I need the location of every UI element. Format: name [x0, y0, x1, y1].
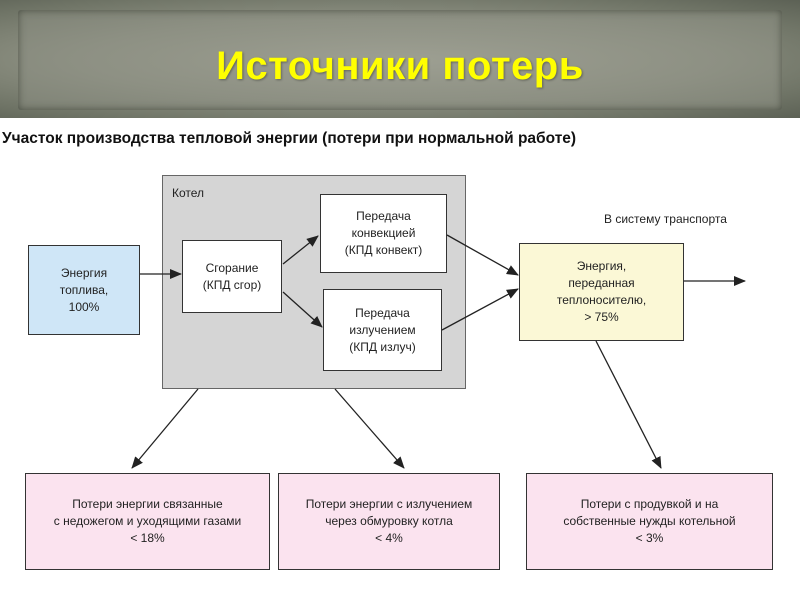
arrow-output-to-loss-3 — [595, 340, 662, 469]
loss-2-line-1: Потери энергии с излучением — [305, 497, 473, 511]
radiation-line-1: Передача — [355, 305, 410, 320]
loss-1-line-1: Потери энергии связанные — [72, 497, 223, 511]
arrow-convection-to-output — [446, 234, 519, 276]
fuel-line-1: Энергия — [60, 265, 108, 280]
loss-3-line-1: Потери с продувкой и на — [580, 497, 719, 511]
boiler-label: Котел — [172, 186, 205, 200]
output-line-3: теплоносителю, — [556, 293, 647, 307]
combustion-line-1: Сгорание — [205, 260, 259, 275]
loss-1-line-2: с недожегом и уходящими газами — [53, 514, 242, 528]
loss-3-line-3: < 3% — [635, 531, 664, 545]
loss-box-flue-gas: Потери энергии связанные с недожегом и у… — [25, 473, 270, 570]
radiation-line-3: (КПД излуч) — [349, 339, 416, 354]
loss-3-line-2: собственные нужды котельной — [563, 514, 736, 528]
convection-line-3: (КПД конвект) — [344, 243, 423, 257]
arrow-boiler-to-loss-2 — [334, 388, 405, 469]
header-paper-texture — [18, 10, 782, 110]
arrow-boiler-to-loss-1 — [131, 388, 199, 469]
loss-2-line-2: через обмуровку котла — [325, 514, 453, 528]
convection-line-2: конвекцией — [351, 226, 416, 240]
slide-title: Источники потерь — [216, 44, 584, 88]
fuel-line-3: 100% — [68, 299, 100, 314]
radiation-line-2: излучением — [349, 322, 416, 337]
loss-1-line-3: < 18% — [130, 531, 165, 545]
radiation-box: Передача излучением (КПД излуч) — [323, 289, 442, 371]
convection-box: Передача конвекцией (КПД конвект) — [320, 194, 447, 273]
arrow-combustion-to-convection — [282, 235, 319, 265]
combustion-box: Сгорание (КПД сгор) — [182, 240, 282, 313]
fuel-energy-box: Энергия топлива, 100% — [28, 245, 140, 335]
arrow-combustion-to-radiation — [282, 291, 323, 328]
fuel-line-2: топлива, — [59, 282, 109, 297]
output-line-1: Энергия, — [576, 259, 627, 273]
loss-box-blowdown: Потери с продувкой и на собственные нужд… — [526, 473, 773, 570]
diagram-subtitle: Участок производства тепловой энергии (п… — [2, 130, 577, 147]
loss-2-line-3: < 4% — [375, 531, 403, 545]
combustion-line-2: (КПД сгор) — [202, 277, 262, 292]
convection-line-1: Передача — [356, 209, 411, 223]
loss-box-radiation: Потери энергии с излучением через обмуро… — [278, 473, 500, 570]
output-energy-box: Энергия, переданная теплоносителю, > 75% — [519, 243, 684, 341]
slide-header — [0, 0, 800, 118]
output-line-2: переданная — [568, 276, 635, 290]
output-line-4: > 75% — [584, 310, 619, 324]
arrow-radiation-to-output — [441, 288, 519, 331]
transport-label: В систему транспорта — [604, 212, 727, 226]
